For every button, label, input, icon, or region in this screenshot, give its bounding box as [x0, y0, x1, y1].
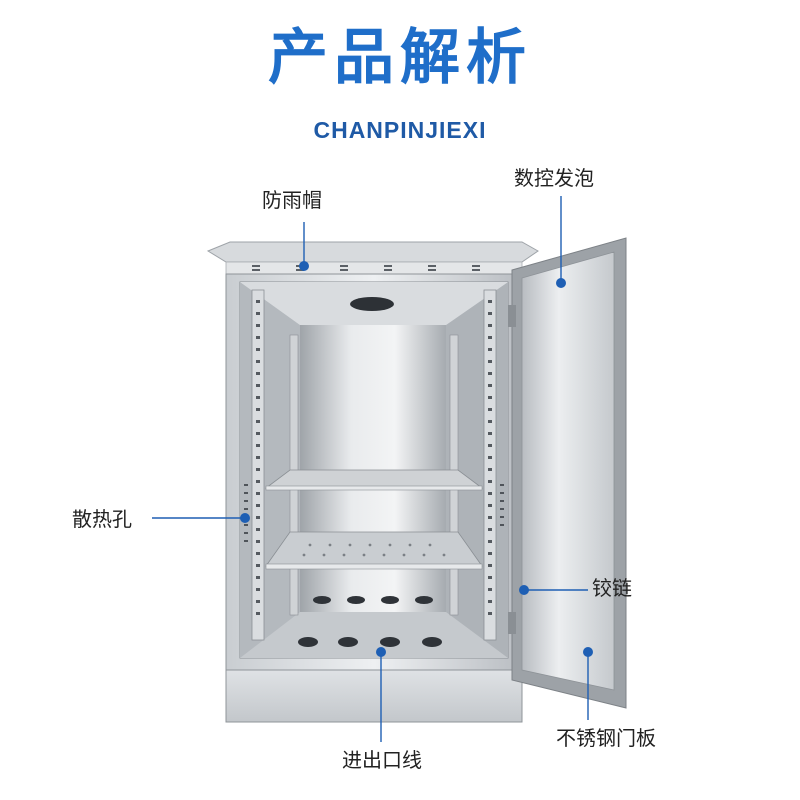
hinge-bottom — [508, 612, 516, 634]
hinge-top — [508, 305, 516, 327]
cable-entry-holes — [298, 596, 442, 647]
callout-cnc-foam: 数控发泡 — [514, 166, 594, 190]
callout-cable-entry: 进出口线 — [342, 748, 422, 772]
callout-dots — [240, 261, 593, 657]
page-subtitle: CHANPINJIEXI — [313, 117, 487, 143]
callout-hinge: 铰链 — [592, 576, 632, 600]
cabinet-base — [225, 669, 523, 723]
page-title: 产品解析 — [268, 23, 532, 93]
fan-icon — [350, 297, 394, 311]
callout-door-panel: 不锈钢门板 — [556, 726, 656, 750]
perforated-shelves — [264, 469, 484, 570]
callout-rain-hood: 防雨帽 — [262, 188, 322, 212]
door-panel — [508, 237, 627, 709]
rain-hood — [206, 241, 539, 275]
callout-vent-holes: 散热孔 — [72, 507, 132, 531]
callout-leaders — [152, 196, 589, 742]
